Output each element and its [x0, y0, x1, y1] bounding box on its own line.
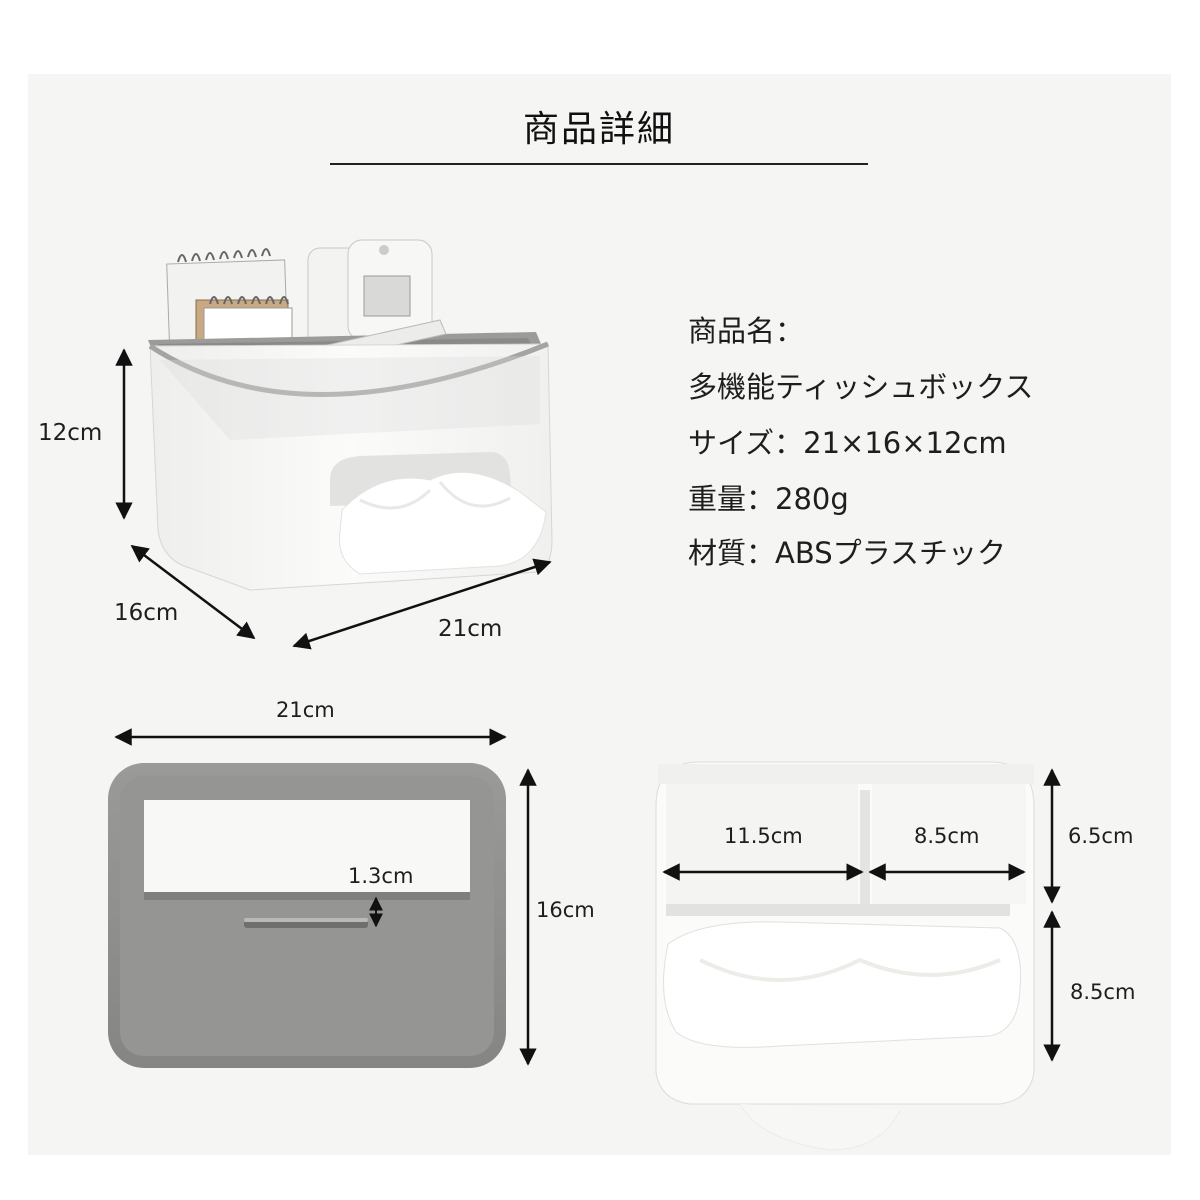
width-label: 21cm [438, 616, 503, 642]
width-arrow [292, 558, 552, 650]
depth-arrow [130, 544, 256, 640]
title-divider [330, 163, 868, 165]
left-compartment-label: 11.5cm [724, 824, 803, 848]
lid-photo [108, 728, 537, 1068]
spec-name-value: 多機能ティッシュボックス [688, 370, 1034, 404]
spec-material: 材質：ABSプラスチック [688, 536, 1007, 570]
step-label: 1.3cm [348, 864, 414, 888]
spec-size: サイズ：21×16×12cm [688, 426, 1007, 460]
depth-label: 16cm [114, 600, 179, 626]
inner-photo [655, 761, 1061, 1151]
remote-controls-image [307, 239, 433, 349]
lid-width-label: 21cm [276, 698, 335, 722]
height-label: 12cm [38, 420, 103, 446]
lid-depth-label: 16cm [536, 898, 595, 922]
spec-name-label: 商品名： [688, 314, 805, 348]
right-compartment-label: 8.5cm [914, 824, 980, 848]
front-depth-label: 6.5cm [1068, 824, 1134, 848]
organizer-photo [115, 239, 553, 650]
spec-weight: 重量：280g [688, 482, 849, 516]
page-title: 商品詳細 [522, 109, 675, 150]
tissue-image [338, 471, 547, 575]
tissue-pack-image [663, 921, 1022, 1151]
back-depth-label: 8.5cm [1070, 980, 1136, 1004]
